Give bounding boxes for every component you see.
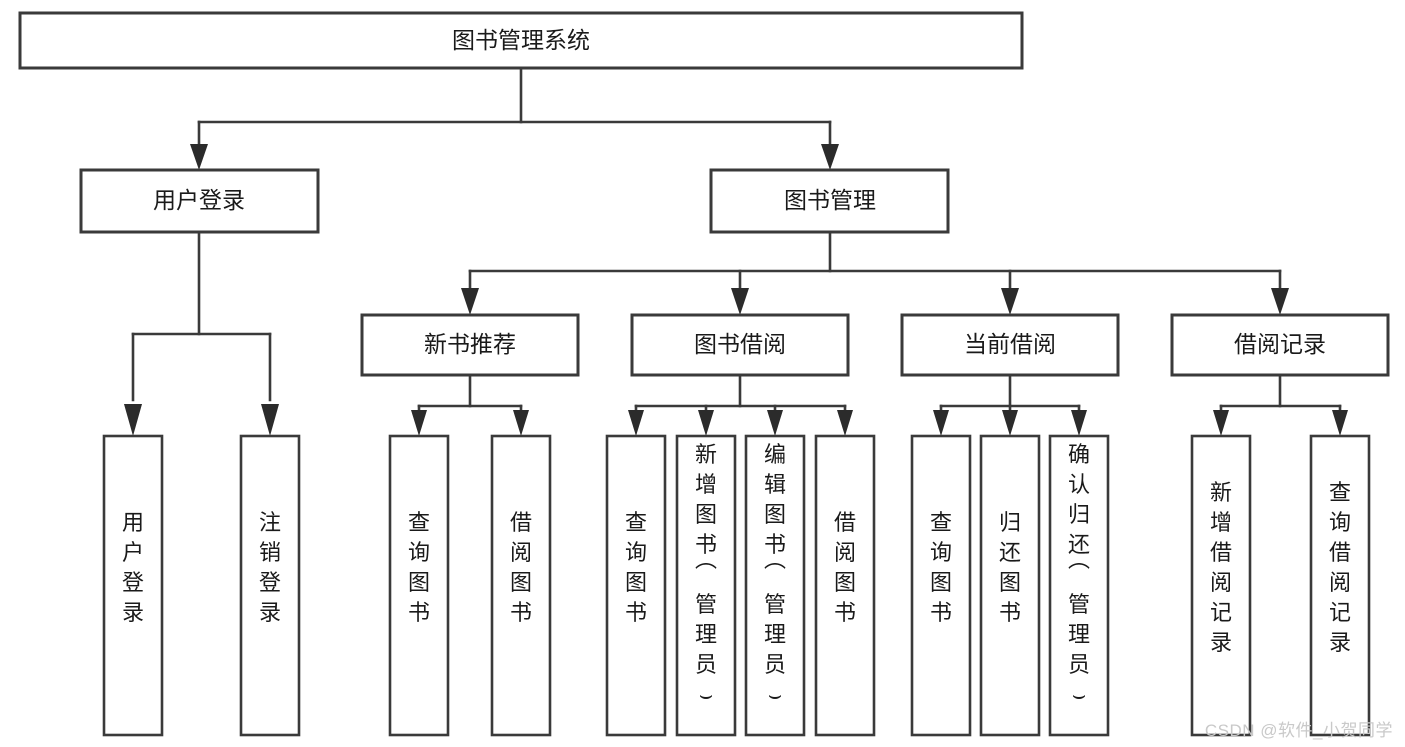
node-root-box[interactable]: [18, 11, 1024, 70]
node-leaf-cur-return-box[interactable]: [979, 434, 1041, 737]
node-leaf-rec-borrow-box[interactable]: [490, 434, 552, 737]
node-user-login-label: 用户登录: [153, 187, 245, 213]
arrow-to-leaf-borrow-add: [698, 410, 714, 436]
node-leaf-rec-search-label: 查询借阅记录: [1329, 480, 1351, 655]
arrow-to-leaf-user-logout: [261, 404, 279, 436]
node-user-login-box[interactable]: [79, 168, 320, 234]
arrow-to-leaf-rec-query: [411, 410, 427, 436]
node-leaf-user-login[interactable]: 用户登录: [102, 434, 164, 737]
node-leaf-cur-confirm-box[interactable]: [1048, 434, 1110, 737]
node-root[interactable]: 图书管理系统: [18, 11, 1024, 70]
node-leaf-cur-return-label: 归还图书: [999, 510, 1021, 625]
node-borrow-record-label: 借阅记录: [1234, 331, 1326, 357]
node-leaf-cur-query[interactable]: 查询图书: [910, 434, 972, 737]
node-leaf-borrow-query-box[interactable]: [605, 434, 667, 737]
node-new-book-rec-box[interactable]: [360, 313, 580, 377]
node-leaf-rec-query-box[interactable]: [388, 434, 450, 737]
arrow-to-leaf-cur-query: [933, 410, 949, 436]
node-leaf-rec-add-label: 新增借阅记录: [1210, 480, 1232, 655]
node-borrow-record[interactable]: 借阅记录: [1170, 313, 1390, 377]
node-leaf-user-logout[interactable]: 注销登录: [239, 434, 301, 737]
arrow-to-leaf-user-login: [124, 404, 142, 436]
node-book-borrow[interactable]: 图书借阅: [630, 313, 850, 377]
node-leaf-cur-return[interactable]: 归还图书: [979, 434, 1041, 737]
node-leaf-borrow-add-box[interactable]: [675, 434, 737, 737]
node-leaf-user-logout-box[interactable]: [239, 434, 301, 737]
node-leaf-rec-query-label: 查询图书: [408, 510, 430, 625]
arrow-to-user-login: [190, 144, 208, 170]
node-leaf-rec-query[interactable]: 查询图书: [388, 434, 450, 737]
node-current-borrow[interactable]: 当前借阅: [900, 313, 1120, 377]
node-leaf-borrow-lend-box[interactable]: [814, 434, 876, 737]
node-leaf-borrow-lend-label: 借阅图书: [834, 510, 856, 625]
node-leaf-rec-add-box[interactable]: [1190, 434, 1252, 737]
arrow-to-new-book-rec: [461, 288, 479, 315]
node-leaf-cur-confirm[interactable]: 确认归还⌒管理员⌣: [1048, 434, 1110, 737]
node-current-borrow-label: 当前借阅: [964, 331, 1056, 357]
arrow-to-leaf-rec-add: [1213, 410, 1229, 436]
node-book-borrow-label: 图书借阅: [694, 331, 786, 357]
node-book-borrow-box[interactable]: [630, 313, 850, 377]
node-leaf-borrow-edit-box[interactable]: [744, 434, 806, 737]
arrow-to-current-borrow: [1001, 288, 1019, 315]
node-root-label: 图书管理系统: [452, 27, 590, 53]
node-leaf-rec-add[interactable]: 新增借阅记录: [1190, 434, 1252, 737]
node-borrow-record-box[interactable]: [1170, 313, 1390, 377]
node-leaf-borrow-edit-label: 编辑图书⌒管理员⌣: [764, 442, 786, 707]
arrow-to-leaf-rec-search: [1332, 410, 1348, 436]
arrow-to-leaf-rec-borrow: [513, 410, 529, 436]
node-book-manage[interactable]: 图书管理: [709, 168, 950, 234]
node-leaf-rec-search[interactable]: 查询借阅记录: [1309, 434, 1371, 737]
node-leaf-borrow-query-label: 查询图书: [625, 510, 647, 625]
node-leaf-borrow-edit[interactable]: 编辑图书⌒管理员⌣: [744, 434, 806, 737]
node-book-manage-box[interactable]: [709, 168, 950, 234]
node-leaf-user-logout-label: 注销登录: [259, 510, 281, 625]
node-leaf-user-login-box[interactable]: [102, 434, 164, 737]
arrow-to-leaf-borrow-lend: [837, 410, 853, 436]
node-leaf-cur-confirm-label: 确认归还⌒管理员⌣: [1068, 442, 1090, 707]
node-user-login[interactable]: 用户登录: [79, 168, 320, 234]
node-leaf-rec-borrow[interactable]: 借阅图书: [490, 434, 552, 737]
node-current-borrow-box[interactable]: [900, 313, 1120, 377]
node-new-book-rec[interactable]: 新书推荐: [360, 313, 580, 377]
node-leaf-cur-query-label: 查询图书: [930, 510, 952, 625]
node-leaf-borrow-lend[interactable]: 借阅图书: [814, 434, 876, 737]
arrow-to-borrow-record: [1271, 288, 1289, 315]
arrow-to-book-manage: [821, 144, 839, 170]
csdn-watermark: CSDN @软件_小贺同学: [1204, 721, 1393, 740]
node-leaf-borrow-query[interactable]: 查询图书: [605, 434, 667, 737]
arrow-to-leaf-borrow-query: [628, 410, 644, 436]
arrow-to-leaf-cur-confirm: [1071, 410, 1087, 436]
connector-layer: [124, 66, 1348, 436]
node-leaf-cur-query-box[interactable]: [910, 434, 972, 737]
node-leaf-borrow-add[interactable]: 新增图书⌒管理员⌣: [675, 434, 737, 737]
node-new-book-rec-label: 新书推荐: [424, 331, 516, 357]
node-leaf-rec-search-box[interactable]: [1309, 434, 1371, 737]
node-leaf-user-login-label: 用户登录: [122, 510, 144, 625]
arrow-to-book-borrow: [731, 288, 749, 315]
arrow-to-leaf-cur-return: [1002, 410, 1018, 436]
arrow-to-leaf-borrow-edit: [767, 410, 783, 436]
node-leaf-borrow-add-label: 新增图书⌒管理员⌣: [695, 442, 717, 707]
node-leaf-rec-borrow-label: 借阅图书: [510, 510, 532, 625]
node-book-manage-label: 图书管理: [784, 187, 876, 213]
